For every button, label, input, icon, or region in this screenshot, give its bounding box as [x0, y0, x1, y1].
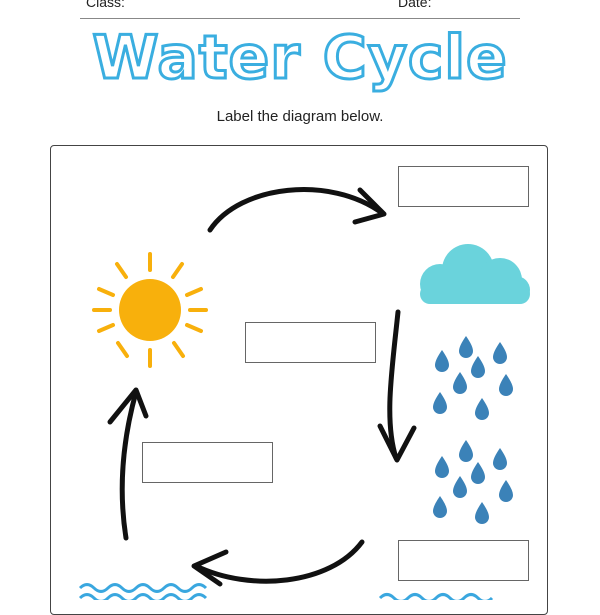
cycle-arrow-icon [107, 187, 417, 587]
instruction-text: Label the diagram below. [216, 108, 384, 125]
label-box-condensation[interactable] [398, 166, 529, 207]
label-box-collection[interactable] [142, 442, 273, 483]
class-label: Class: [86, 0, 125, 10]
header-rule [80, 18, 520, 19]
label-box-evaporation[interactable] [245, 322, 376, 363]
diagram-illustration [78, 187, 530, 600]
sun-icon [92, 252, 208, 368]
page-title: Water Cycle [91, 22, 508, 95]
water-waves-icon [78, 583, 494, 600]
label-box-precipitation[interactable] [398, 540, 529, 581]
date-label: Date: [398, 0, 432, 10]
cloud-icon [420, 244, 530, 304]
raindrops-icon [433, 336, 513, 524]
